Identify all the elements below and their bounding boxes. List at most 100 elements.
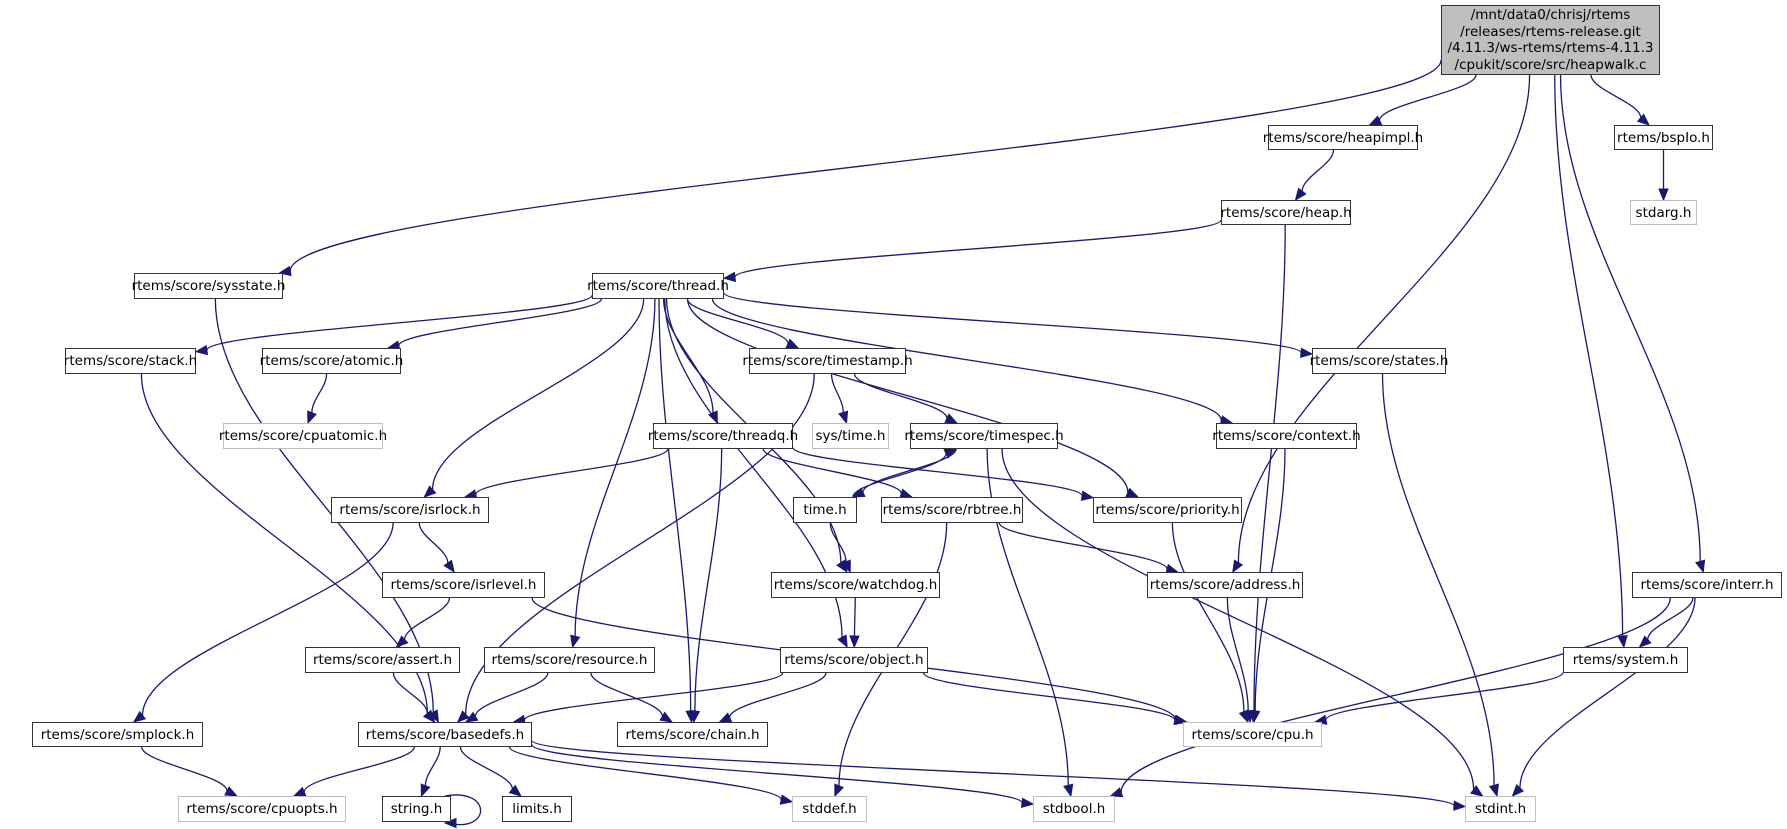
node-states[interactable]: rtems/score/states.h [1309, 348, 1449, 374]
edge-timestamp-to-timespec [853, 373, 959, 424]
node-stdarg[interactable]: stdarg.h [1630, 200, 1697, 225]
edge-thread-to-stack [194, 294, 593, 356]
edge-interr-to-stdint [1511, 597, 1696, 797]
edge-threadq-to-chain [689, 448, 723, 724]
edge-system-to-cpu [1313, 671, 1564, 725]
edge-basedefs-to-stddef [508, 746, 794, 805]
edge-thread-to-atomic [386, 298, 603, 351]
node-label: rtems/score/object.h [784, 652, 924, 668]
node-assert[interactable]: rtems/score/assert.h [305, 647, 460, 673]
node-label: string.h [390, 801, 443, 817]
edge-timespec-to-stdbool [986, 448, 1074, 798]
edge-resource-to-basedefs [464, 672, 549, 723]
edge-heap-to-cpu [1248, 224, 1286, 724]
edge-timespec-to-time [851, 448, 957, 498]
node-timespec[interactable]: rtems/score/timespec.h [904, 423, 1064, 449]
edge-thread-to-chain [658, 298, 696, 724]
node-label: rtems/score/smplock.h [40, 726, 195, 743]
node-smplock[interactable]: rtems/score/smplock.h [32, 722, 203, 747]
node-isrlevel[interactable]: rtems/score/isrlevel.h [382, 572, 545, 598]
node-rbtree[interactable]: rtems/score/rbtree.h [881, 497, 1023, 523]
edge-object-to-cpu [922, 672, 1187, 726]
edge-watchdog-to-object [849, 597, 860, 649]
edge-threadq-to-isrlock [463, 448, 669, 500]
edge-time-to-watchdog [829, 522, 851, 574]
node-string[interactable]: string.h [382, 796, 451, 822]
node-bspio[interactable]: rtems/bspIo.h [1614, 125, 1713, 150]
node-label: stdbool.h [1042, 801, 1106, 817]
edge-assert-to-basedefs [392, 672, 436, 724]
node-interr[interactable]: rtems/score/interr.h [1632, 572, 1782, 598]
node-address[interactable]: rtems/score/address.h [1147, 572, 1303, 598]
node-label: rtems/score/states.h [1309, 353, 1449, 369]
node-label: rtems/score/interr.h [1640, 577, 1774, 593]
edge-priority-to-cpu [1171, 522, 1249, 724]
node-heap[interactable]: rtems/score/heap.h [1220, 200, 1352, 225]
node-stack[interactable]: rtems/score/stack.h [64, 348, 197, 374]
node-label: rtems/score/chain.h [625, 726, 760, 743]
node-system[interactable]: rtems/system.h [1563, 647, 1688, 673]
edge-root-to-sysstate [278, 60, 1442, 277]
node-chain[interactable]: rtems/score/chain.h [617, 722, 768, 747]
node-sysstate[interactable]: rtems/score/sysstate.h [132, 273, 285, 299]
edge-root-to-address [1232, 74, 1531, 574]
node-root[interactable]: /mnt/data0/chrisj/rtems /releases/rtems-… [1441, 5, 1660, 75]
edge-root-to-interr [1559, 74, 1706, 574]
edge-interr-to-system [1638, 597, 1694, 648]
node-label: rtems/score/watchdog.h [773, 577, 938, 593]
edge-bspio-to-stdarg [1658, 150, 1669, 202]
node-heapimpl[interactable]: rtems/score/heapimpl.h [1263, 125, 1423, 150]
edge-basedefs-to-limits [459, 746, 522, 797]
node-time[interactable]: time.h [793, 497, 857, 523]
edge-basedefs-to-stdbool [531, 744, 1035, 808]
node-label: rtems/score/cpuopts.h [186, 801, 338, 817]
node-stddef[interactable]: stddef.h [792, 796, 867, 822]
edge-root-to-bspio [1590, 74, 1651, 126]
node-label: rtems/score/cpuatomic.h [218, 428, 388, 444]
edge-thread-to-isrlock [423, 298, 645, 498]
node-label: rtems/score/isrlock.h [339, 502, 481, 518]
edge-thread-to-priority [686, 298, 1140, 498]
node-limits[interactable]: limits.h [502, 796, 572, 822]
node-isrlock[interactable]: rtems/score/isrlock.h [331, 497, 489, 523]
node-cpuatomic[interactable]: rtems/score/cpuatomic.h [219, 423, 387, 449]
node-stdint[interactable]: stdint.h [1465, 796, 1536, 822]
edge-timestamp-to-systime [830, 373, 849, 425]
edge-object-to-chain [718, 672, 827, 723]
edge-timespec-to-stdint [1001, 448, 1484, 797]
node-label: sys/time.h [815, 428, 886, 444]
node-label: rtems/score/resource.h [491, 652, 648, 668]
edge-heap-to-thread [722, 219, 1222, 283]
node-object[interactable]: rtems/score/object.h [780, 647, 928, 673]
node-timestamp[interactable]: rtems/score/timestamp.h [742, 348, 913, 374]
edge-states-to-stdint [1381, 373, 1500, 798]
node-label: rtems/system.h [1572, 652, 1679, 668]
edge-threadq-to-priority [792, 447, 1095, 501]
edge-isrlock-to-isrlevel [418, 522, 455, 574]
edge-thread-to-resource [570, 298, 656, 649]
edge-rbtree-to-address [998, 522, 1179, 575]
node-threadq[interactable]: rtems/score/threadq.h [648, 423, 798, 449]
edge-thread-to-timestamp [686, 298, 800, 349]
node-atomic[interactable]: rtems/score/atomic.h [260, 348, 403, 374]
node-watchdog[interactable]: rtems/score/watchdog.h [771, 572, 940, 598]
edge-basedefs-to-string [420, 746, 441, 798]
node-label: time.h [803, 502, 847, 518]
node-basedefs[interactable]: rtems/score/basedefs.h [358, 722, 532, 747]
node-context[interactable]: rtems/score/context.h [1212, 423, 1361, 449]
node-cpuopts[interactable]: rtems/score/cpuopts.h [178, 796, 346, 822]
node-label: rtems/score/timestamp.h [742, 353, 913, 369]
node-label: rtems/score/timespec.h [904, 428, 1064, 444]
edge-thread-to-states [723, 292, 1314, 359]
edge-atomic-to-cpuatomic [307, 373, 328, 425]
node-label: rtems/score/heap.h [1220, 204, 1352, 221]
node-thread[interactable]: rtems/score/thread.h [587, 273, 729, 299]
node-stdbool[interactable]: stdbool.h [1033, 796, 1115, 822]
node-systime[interactable]: sys/time.h [812, 423, 889, 449]
node-cpu[interactable]: rtems/score/cpu.h [1183, 722, 1322, 747]
node-priority[interactable]: rtems/score/priority.h [1093, 497, 1242, 523]
node-resource[interactable]: rtems/score/resource.h [484, 647, 655, 673]
edge-isrlock-to-smplock [132, 522, 394, 723]
node-label: rtems/score/assert.h [312, 652, 453, 668]
